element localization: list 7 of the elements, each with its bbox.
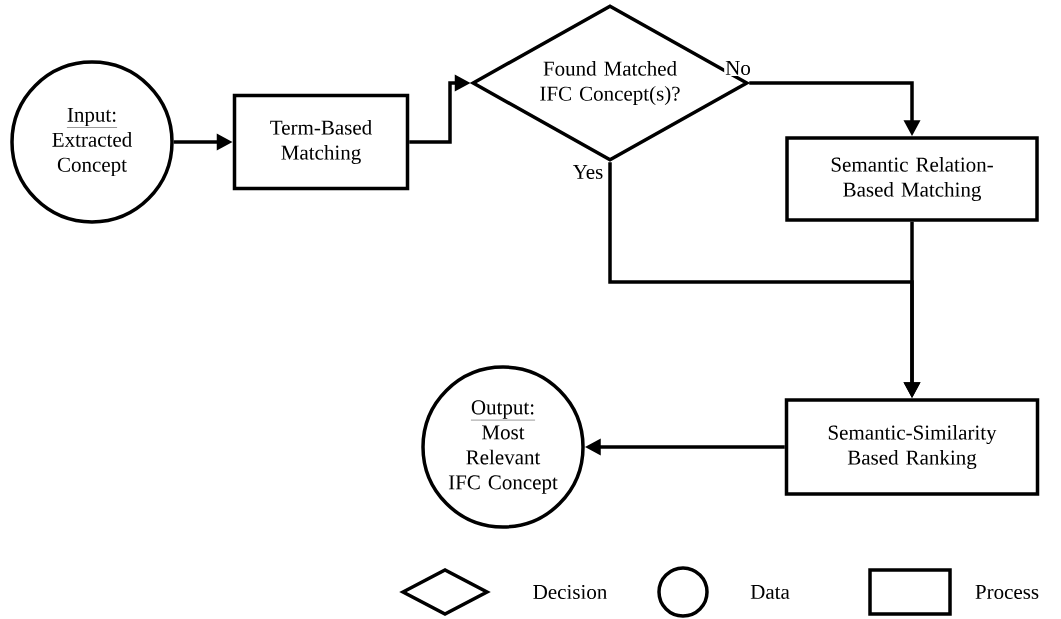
edge-label: No [724,60,752,76]
legend-item: Data [657,566,790,618]
process-box: Semantic Relation-Based Matching [785,136,1039,222]
process-box: Term-Based Matching [232,93,410,191]
legend-item: Process [868,568,1039,616]
edge-label: Yes [571,164,605,180]
process-box: Semantic-Similarity Based Ranking [784,398,1040,496]
